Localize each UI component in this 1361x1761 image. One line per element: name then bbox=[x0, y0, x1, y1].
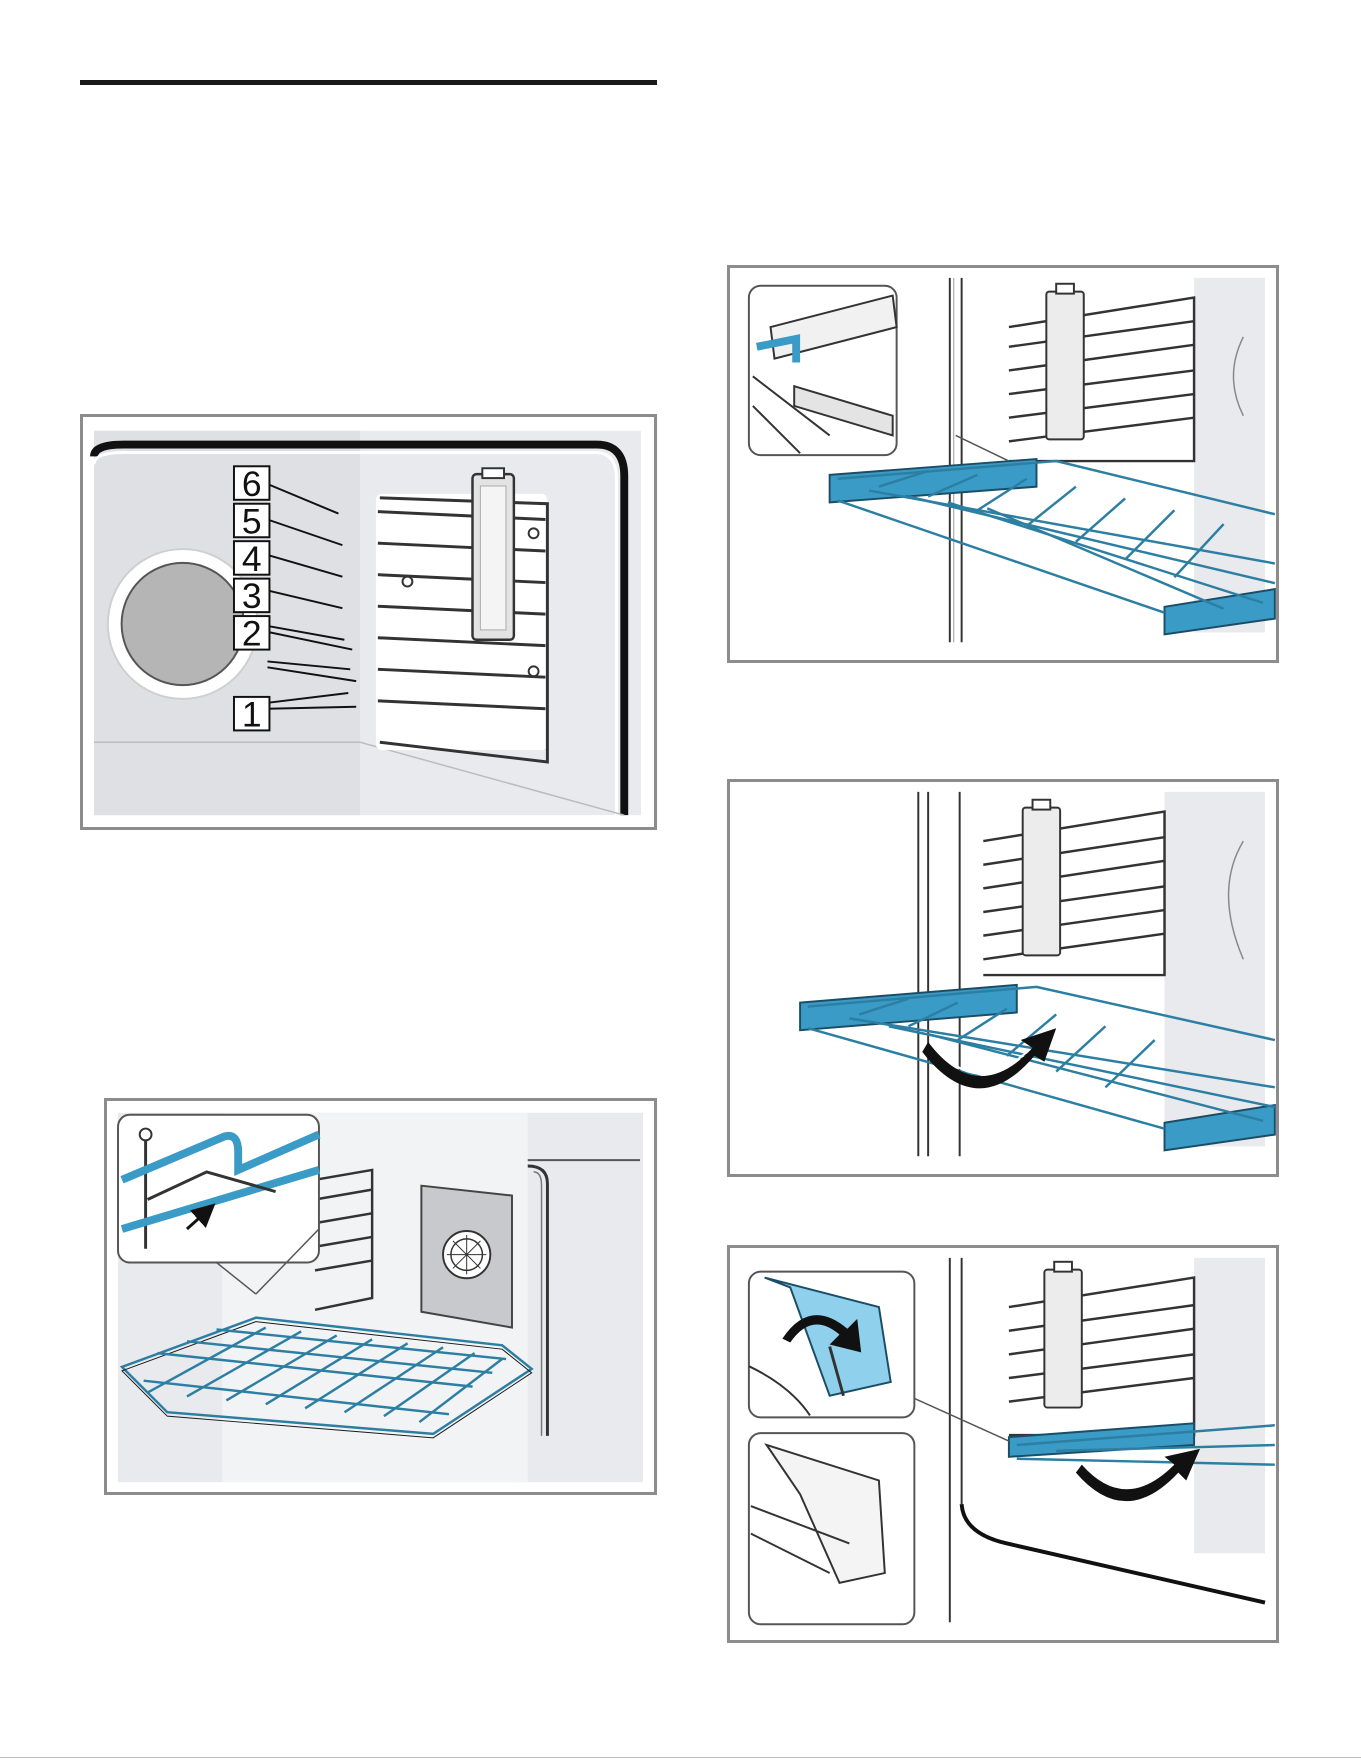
level-label-4: 4 bbox=[242, 539, 262, 579]
level-label-3: 3 bbox=[242, 576, 262, 616]
fan-cover bbox=[421, 1186, 512, 1328]
telescopic-rack-illustration-3 bbox=[727, 1245, 1279, 1643]
level-label-1: 1 bbox=[242, 694, 262, 734]
detail-inset-bottom bbox=[749, 1433, 914, 1624]
level-label-2: 2 bbox=[242, 614, 262, 654]
level-label-5: 5 bbox=[242, 501, 262, 541]
rack-levels-illustration: 6 5 4 3 2 1 bbox=[80, 414, 657, 830]
detail-inset-top bbox=[749, 1272, 914, 1418]
grease-filter bbox=[1044, 1262, 1081, 1408]
section-top-rule bbox=[80, 80, 657, 85]
telescopic-rack-illustration-2 bbox=[727, 779, 1279, 1177]
grease-filter bbox=[472, 468, 513, 639]
wire-rack-insertion-illustration bbox=[104, 1098, 657, 1495]
grease-filter bbox=[1046, 284, 1083, 440]
rack-side-rail bbox=[376, 494, 547, 762]
grease-filter bbox=[1023, 800, 1060, 956]
detail-inset bbox=[749, 286, 897, 455]
telescopic-rack-illustration-1 bbox=[727, 265, 1279, 663]
level-label-6: 6 bbox=[242, 464, 262, 504]
page-bottom-rule bbox=[0, 1757, 1361, 1758]
